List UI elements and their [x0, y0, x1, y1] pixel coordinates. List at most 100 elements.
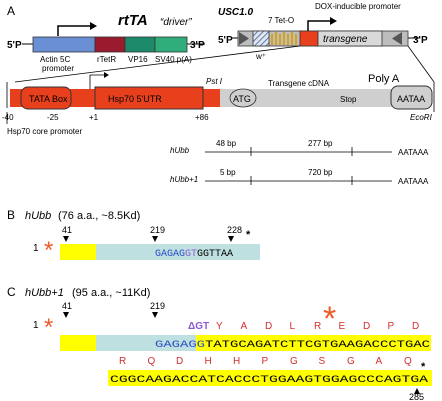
amino-acid-row2-1: R — [119, 356, 126, 367]
pst-label: Pst I — [206, 77, 223, 86]
vp16-segment — [124, 36, 156, 53]
driver-5p: 5'P — [7, 40, 22, 51]
panel-c-info: (95 a.a., ~11Kd) — [72, 287, 150, 299]
driver-3p: 3'P — [190, 40, 205, 51]
amino-acid-row2-8: S — [319, 356, 326, 367]
cdna-gray-bar — [220, 89, 392, 107]
amino-acid-row1-5: R — [314, 321, 321, 332]
panel-c-pos41: 41 — [62, 301, 72, 311]
amino-acid-row2-11: Q — [404, 356, 412, 367]
amino-acid-row2-9: G — [347, 356, 355, 367]
panel-c-pos285: 285 — [409, 392, 424, 401]
panel-a-label: A — [7, 4, 15, 18]
core-promoter-label: Hsp70 core promoter — [7, 127, 82, 136]
ecori-label: EcoRI — [410, 113, 433, 122]
amino-acid-row2-2: Q — [148, 356, 156, 367]
panel-c-stop-mark: * — [421, 361, 426, 373]
panel-b-seq-blue: GAGAG — [155, 249, 185, 260]
hubb1-len1: 5 bp — [220, 168, 236, 177]
panel-c-mark285 — [414, 388, 420, 394]
construct-5p: 5'P — [218, 35, 233, 46]
panel-c-yellow-tail — [196, 335, 431, 351]
panel-c-seq-row2: CGGCAAGACCATCACCCTGGAAGTGGAGCCCAGTGA — [110, 375, 428, 386]
vp16-label: VP16 — [128, 55, 148, 64]
hubb-name: hUbb — [170, 146, 190, 155]
panel-b-label: B — [7, 208, 15, 222]
construct-title: USC1.0 — [218, 7, 253, 18]
actin-promoter-arrow — [57, 25, 90, 36]
hubb1-name: hUbb+1 — [170, 175, 198, 184]
sv40-segment — [154, 36, 188, 53]
hubb-len1: 48 bp — [216, 139, 237, 148]
panel-b-stop-mark: * — [246, 229, 251, 241]
panel-b-yellow-bar — [60, 244, 96, 260]
amino-acid-row1-2: A — [241, 321, 248, 332]
aataa-box — [390, 85, 433, 110]
white-marker-label: w⁺ — [255, 52, 266, 61]
polya-label: Poly A — [368, 73, 400, 85]
atg-box — [229, 88, 257, 108]
teto-label: 7 Tet-O — [268, 16, 294, 25]
amino-acid-row1-1: Y — [216, 321, 223, 332]
panel-c-star: * — [44, 314, 53, 341]
amino-acid-row1-9: D — [412, 321, 419, 332]
minimal-promoter-segment — [299, 30, 319, 47]
white-marker-segment — [252, 30, 270, 47]
hubb-end: AATAAA — [398, 148, 429, 157]
utr-start-arrowhead — [104, 72, 109, 78]
panel-c-label: C — [7, 285, 16, 299]
panel-b-seq-black: GGTTAA — [197, 249, 233, 260]
hubb-len2: 277 bp — [308, 139, 333, 148]
hubb1-len2: 720 bp — [308, 168, 333, 177]
amino-acid-row1-7: D — [363, 321, 370, 332]
panel-b-num-1: 1 — [33, 243, 39, 254]
panel-c-seq1-blue: GAGAGG — [155, 340, 205, 351]
pos-minus25: -25 — [47, 113, 59, 122]
panel-c-big-star: * — [323, 300, 336, 338]
panel-c-mark219 — [152, 312, 158, 318]
construct-3p: 3'P — [413, 35, 428, 46]
sv40-label: SV40 p(A) — [155, 55, 192, 64]
amino-acid-row1-4: L — [290, 321, 296, 332]
panel-b-pos219: 219 — [150, 225, 165, 235]
pos-plus1: +1 — [89, 113, 99, 122]
dox-label: DOX-inducible promoter — [315, 2, 401, 11]
amino-acid-row2-10: A — [376, 356, 383, 367]
panel-c-cyan-bar — [96, 335, 196, 351]
panel-c-num-1: 1 — [33, 320, 39, 331]
zoom-line-left — [14, 45, 301, 83]
tata-box — [20, 86, 72, 110]
rtetr-label: rTetR — [97, 55, 116, 64]
left-inverted-repeat — [239, 32, 249, 45]
stop-label: Stop — [340, 95, 357, 104]
teto-repeats — [271, 32, 297, 45]
panel-b-seq-purple: GT — [185, 249, 197, 260]
transgene-segment — [317, 30, 383, 47]
rtetr-segment — [94, 36, 126, 53]
amino-acid-row2-5: H — [233, 356, 240, 367]
atg-label: ATG — [233, 94, 251, 104]
actin-promoter-arrowhead — [90, 22, 97, 30]
amino-acid-row1-6: E — [339, 321, 346, 332]
utr-start-arrow — [89, 74, 104, 89]
driver-subtitle: “driver” — [160, 17, 192, 28]
panel-c-row2-bar — [108, 370, 432, 386]
hubb1-end: AATAAA — [398, 177, 429, 186]
panel-b-pos41: 41 — [62, 225, 72, 235]
panel-b-info: (76 a.a., ~8.5Kd) — [58, 210, 140, 222]
amino-acid-row2-3: D — [176, 356, 183, 367]
amino-acid-row2-4: H — [205, 356, 212, 367]
panel-b-name: hUbb — [25, 210, 51, 222]
panel-c-pos219: 219 — [150, 301, 165, 311]
panel-c-dgt: ΔGT — [188, 321, 209, 332]
aataa-label: AATAA — [397, 94, 425, 104]
panel-b-mark41 — [63, 236, 69, 242]
actin-label-2: promoter — [42, 64, 74, 73]
panel-c-seq1-black: TATGCAGATCTTCGTGAAGACCCTGAC — [205, 340, 430, 351]
zoom-line-right — [407, 45, 435, 83]
hsp70-utr-label: Hsp70 5'UTR — [108, 94, 162, 104]
actin-5c-segment — [32, 36, 96, 53]
